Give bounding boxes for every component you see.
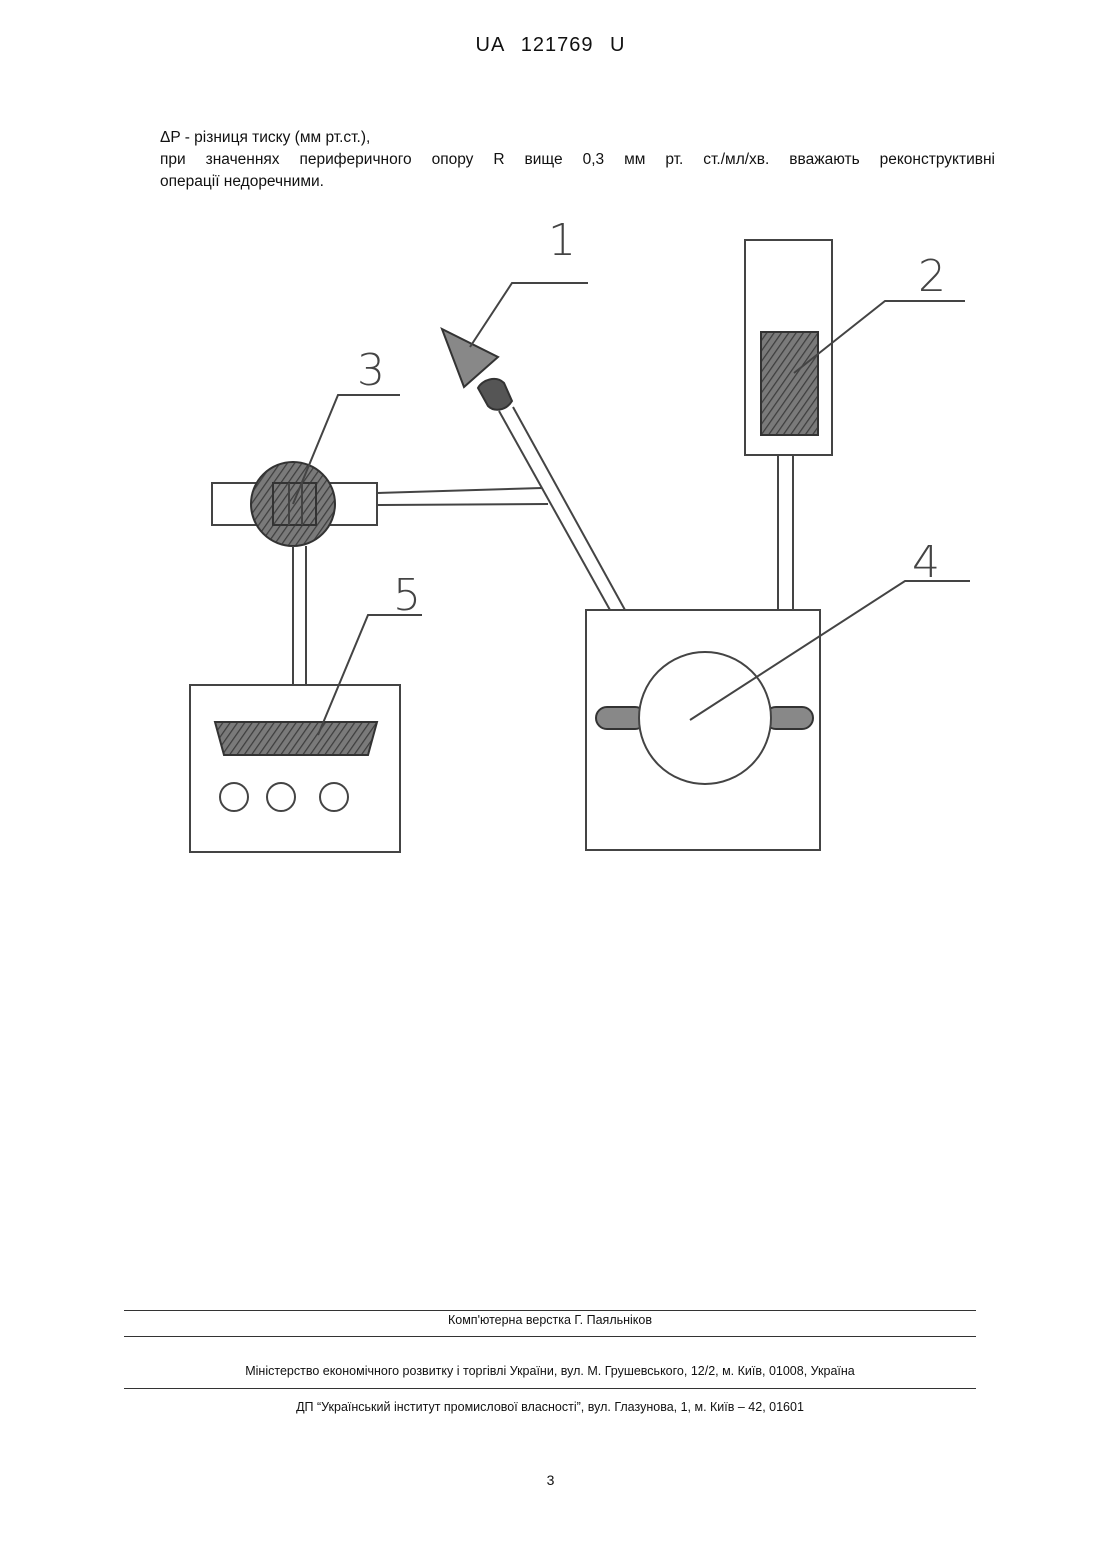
component-3-connector <box>212 462 548 685</box>
footer-rule-bottom <box>124 1388 976 1389</box>
figure-label-5: 5 <box>393 570 421 621</box>
body-line-2: при значеннях периферичного опору R вище… <box>160 149 995 171</box>
layout-credit: Комп'ютерна верстка Г. Паяльніков <box>124 1313 976 1327</box>
body-text: ΔP - різниця тиску (мм рт.ст.), при знач… <box>160 127 995 193</box>
figure-label-4: 4 <box>912 537 940 588</box>
page-number: 3 <box>0 1472 1101 1488</box>
patent-number-header: UA 121769 U <box>0 34 1101 57</box>
component-2-reservoir <box>745 240 832 610</box>
leader-line-1 <box>470 283 588 347</box>
ministry-address: Міністерство економічного розвитку і тор… <box>124 1364 976 1378</box>
figure-label-1: 1 <box>548 215 576 266</box>
component-1-probe <box>442 329 625 610</box>
component-4-housing <box>586 610 820 850</box>
figure-label-2: 2 <box>918 251 946 302</box>
component-5-meter <box>190 685 400 852</box>
footer-rule-top <box>124 1310 976 1311</box>
institute-address: ДП “Український інститут промислової вла… <box>124 1400 976 1414</box>
footer-rule-middle <box>124 1336 976 1337</box>
body-line-3: операції недоречними. <box>160 171 995 193</box>
body-line-1: ΔP - різниця тиску (мм рт.ст.), <box>160 127 995 149</box>
figure-label-3: 3 <box>357 345 385 396</box>
apparatus-drawing: 1 2 3 4 5 <box>160 215 990 875</box>
